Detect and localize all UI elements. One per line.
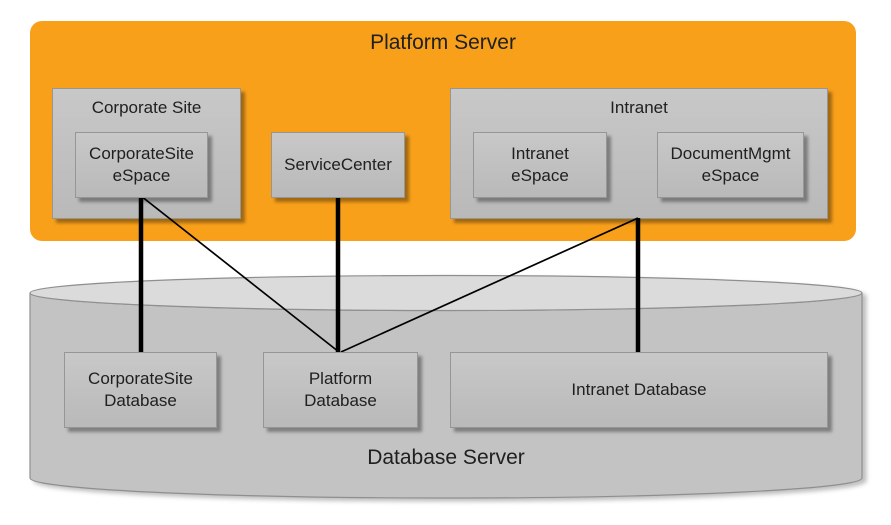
intranet-espace-label: Intranet eSpace (511, 144, 569, 185)
servicecenter-label: ServiceCenter (284, 155, 392, 174)
platform-database-label: Platform Database (304, 369, 377, 410)
cylinder-top-face (29, 274, 863, 312)
node-intranet-database: Intranet Database (450, 352, 828, 428)
node-corporatesite-database: CorporateSite Database (64, 352, 217, 428)
documentmgmt-espace-label: DocumentMgmt eSpace (670, 144, 791, 185)
database-server-title: Database Server (367, 446, 525, 469)
intranet-label: Intranet (610, 98, 668, 117)
node-platform-database: Platform Database (263, 352, 418, 428)
node-documentmgmt-espace: DocumentMgmt eSpace (657, 132, 804, 198)
corporate-site-label: Corporate Site (91, 98, 202, 117)
node-intranet-espace: Intranet eSpace (473, 132, 607, 198)
node-corporatesite-espace: CorporateSite eSpace (75, 132, 208, 198)
corporatesite-database-label: CorporateSite Database (88, 369, 193, 410)
intranet-database-label: Intranet Database (571, 380, 707, 399)
corporatesite-espace-label: CorporateSite eSpace (89, 144, 194, 185)
connector-corporatesite-espace-to-platform-database (140, 195, 340, 353)
connector-intranet-to-platform-database (340, 217, 639, 353)
node-servicecenter: ServiceCenter (271, 132, 405, 198)
platform-server-title: Platform Server (370, 31, 516, 54)
